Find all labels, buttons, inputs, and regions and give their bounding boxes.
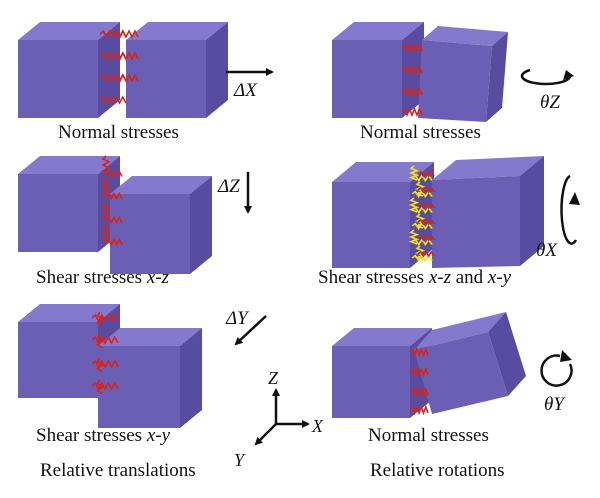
spring: [91, 313, 119, 323]
panel-normal-translation-x: ΔX Normal stresses: [18, 22, 274, 143]
cube-right: [126, 22, 228, 118]
spring: [409, 404, 429, 416]
panel-shear-xy-translation-y: ΔY Shear stresses x-y: [18, 304, 267, 446]
spring: [101, 223, 111, 243]
arrow-y: [234, 315, 267, 346]
spring: [101, 155, 111, 175]
spring: [101, 177, 111, 197]
spring: [91, 335, 119, 345]
spring: [417, 186, 435, 194]
spring: [401, 106, 423, 118]
panel-normal-rotation-z: θZ Normal stresses: [332, 22, 574, 143]
spring: [417, 234, 435, 242]
symbol-theta-x: θX: [536, 240, 558, 261]
spring: [105, 215, 123, 225]
symbol-theta-y: θY: [544, 394, 566, 415]
spring: [417, 250, 435, 258]
spring: [101, 201, 111, 221]
symbol-delta-y: ΔY: [225, 308, 250, 329]
symbol-delta-z: ΔZ: [217, 176, 240, 197]
symbol-theta-z: θZ: [540, 92, 560, 113]
spring: [96, 333, 104, 349]
spring: [96, 311, 104, 327]
spring: [105, 191, 123, 201]
symbol-delta-x: ΔX: [233, 80, 258, 101]
spring: [113, 29, 139, 39]
spring: [96, 357, 104, 373]
caption-shear-xy: Shear stresses x-y: [36, 425, 171, 446]
cube-rotated: [432, 156, 544, 268]
caption-shear-xz: Shear stresses x-z: [36, 267, 170, 288]
normal-springs: [409, 346, 429, 416]
caption-shear-xz-xy: Shear stresses x-z and x-y: [318, 267, 512, 288]
rotation-x-icon: [560, 174, 580, 245]
coordinate-axes: Z X Y: [234, 368, 324, 470]
footer-relative-translations: Relative translations: [40, 460, 196, 481]
panel-shear-xz-translation-z: ΔZ Shear stresses x-z: [18, 155, 252, 288]
rotation-y-icon: [540, 350, 573, 387]
cube-left: [332, 162, 434, 268]
spring: [91, 359, 119, 369]
shear-springs: [91, 311, 119, 395]
axis-y: [254, 423, 277, 446]
caption-normal-stresses-2: Normal stresses: [360, 122, 481, 143]
spring: [401, 86, 423, 98]
spring: [401, 64, 423, 76]
spring: [409, 386, 429, 398]
spring: [105, 237, 123, 247]
normal-springs: [401, 42, 423, 118]
axis-label-x: X: [311, 416, 324, 436]
axis-label-y: Y: [234, 450, 246, 470]
spring: [113, 73, 139, 83]
footer-relative-rotations: Relative rotations: [370, 460, 505, 481]
spring: [91, 381, 119, 391]
shear-springs: [101, 155, 123, 247]
spring: [401, 42, 423, 54]
spring: [417, 218, 435, 226]
shear-springs: [408, 165, 435, 262]
rotation-z-icon: [520, 68, 574, 86]
cube-left: [332, 328, 432, 418]
spring: [409, 366, 429, 378]
caption-normal-stresses-3: Normal stresses: [368, 425, 489, 446]
spring: [408, 197, 420, 213]
spring: [105, 169, 123, 179]
spring: [96, 379, 104, 395]
spring: [417, 202, 435, 210]
spring: [408, 229, 420, 245]
cube-right: [98, 328, 202, 428]
panel-shear-xz-xy-rotation-x: θX Shear stresses x-z and x-y: [318, 156, 580, 288]
spring: [408, 165, 420, 181]
cube-left: [18, 22, 120, 118]
spring: [113, 51, 139, 61]
cube-rotated: [414, 312, 526, 414]
cube-right: [110, 176, 212, 274]
caption-normal-stresses-1: Normal stresses: [58, 122, 179, 143]
spring: [99, 95, 127, 105]
spring: [417, 170, 435, 178]
normal-springs: [99, 29, 139, 105]
cube-rotated: [418, 26, 508, 122]
panel-normal-rotation-y: θY Normal stresses: [332, 312, 573, 446]
axis-label-z: Z: [268, 368, 279, 388]
spring: [409, 346, 429, 358]
